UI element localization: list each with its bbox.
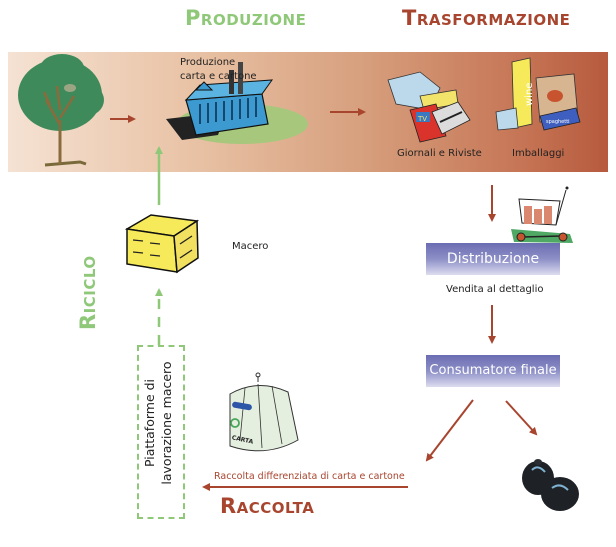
arrow-to-trash: [505, 400, 538, 436]
factory-icon: [166, 62, 308, 144]
spaghetti-label: spaghetti: [546, 119, 570, 125]
label-imballaggi: Imballaggi: [512, 148, 565, 159]
label-giornali: Giornali e Riviste: [397, 148, 482, 159]
label-piattaforme: Piattaforme di lavorazione macero: [141, 338, 175, 508]
macero-bale-icon: [124, 214, 200, 274]
wine-label: wine: [524, 83, 535, 106]
carta-bin-label: CARTA: [231, 434, 254, 445]
recycling-bag-icon: CARTA: [229, 372, 299, 452]
label-produzione-line1: Produzione: [180, 57, 236, 68]
newspapers-icon: TV: [387, 71, 471, 143]
box-piattaforme: [137, 345, 185, 519]
label-produzione-carta: Produzione carta e cartone: [180, 56, 257, 84]
heading-raccolta: Raccolta: [220, 494, 315, 518]
label-piattaforme-line1: Piattaforme di: [142, 378, 157, 468]
label-piattaforme-line2: lavorazione macero: [159, 361, 174, 485]
heading-trasformazione: Trasformazione: [402, 6, 571, 30]
trash-bags-icon: [522, 459, 579, 511]
box-consumatore: Consumatore finale: [426, 355, 560, 387]
packages-icon: wine spaghetti: [495, 57, 581, 131]
tree-icon: [18, 54, 104, 167]
label-produzione-line2: carta e cartone: [180, 71, 257, 82]
heading-produzione: Produzione: [185, 6, 307, 30]
arrow-to-raccolta: [425, 399, 474, 462]
tv-label: TV: [417, 115, 427, 123]
label-macero: Macero: [232, 241, 269, 252]
shopping-cart-icon: [511, 186, 573, 243]
label-raccolta-differenziata: Raccolta differenziata di carta e carton…: [214, 471, 405, 482]
box-distribuzione: Distribuzione: [426, 243, 560, 275]
label-vendita: Vendita al dettaglio: [446, 284, 544, 295]
